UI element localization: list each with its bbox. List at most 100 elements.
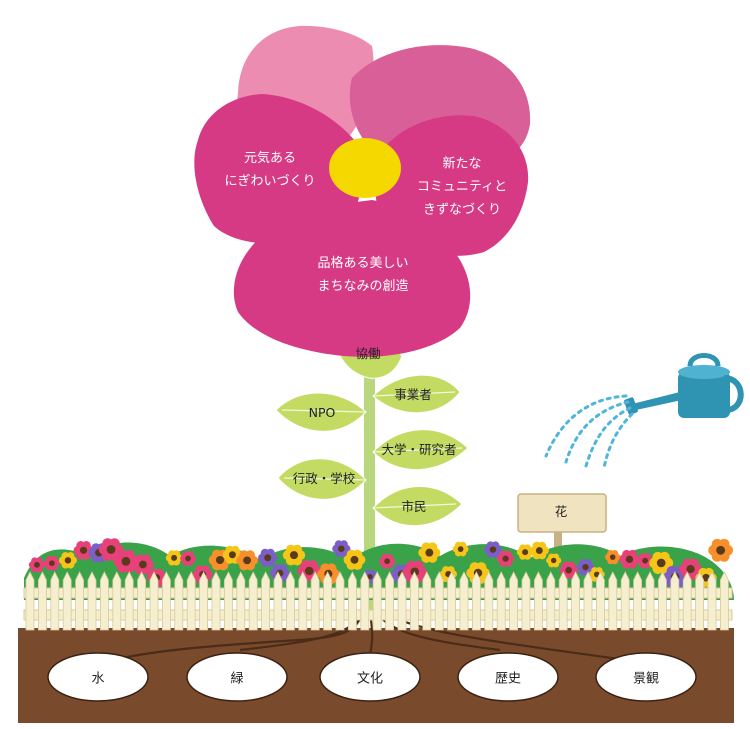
water-spray: [544, 394, 634, 470]
bed-blossom: [619, 549, 640, 569]
root-oval: [47, 652, 149, 702]
fence-picket: [348, 571, 357, 631]
fence-picket: [720, 571, 729, 631]
fence-picket: [75, 571, 84, 631]
fence-picket: [695, 571, 704, 631]
fence-picket: [583, 571, 593, 631]
fence-picket: [335, 571, 345, 631]
root-oval: [457, 652, 559, 702]
bed-blossom: [43, 555, 60, 571]
bed-blossom: [297, 560, 322, 582]
root-ovals: [47, 652, 697, 702]
bed-blossom: [418, 542, 441, 563]
root-label-greenery: 緑: [230, 671, 244, 687]
leaf-label-government: 行政・学校: [292, 471, 356, 486]
fence-picket: [658, 571, 667, 631]
fence-picket: [596, 571, 605, 631]
sign-label: 花: [554, 504, 568, 519]
fence-picket: [534, 571, 543, 631]
fence-picket: [211, 571, 221, 631]
fence-picket: [633, 571, 642, 631]
fence-picket: [149, 571, 159, 631]
petal-label-bottom: 品格ある美しいまちなみの創造: [317, 256, 409, 294]
fence-picket: [360, 571, 370, 631]
fence-picket: [286, 571, 295, 631]
flower-bed-blossoms: [28, 538, 734, 589]
leaf-label-university: 大学・研究者: [381, 442, 457, 457]
bed-blossom: [496, 550, 515, 567]
fence-picket: [682, 571, 692, 631]
fence-picket: [186, 571, 196, 631]
fence-picket: [174, 571, 184, 631]
fence-picket: [434, 571, 444, 631]
root-oval: [319, 652, 421, 702]
bed-blossom: [282, 544, 306, 566]
fence-picket: [571, 571, 580, 631]
fence-picket: [248, 571, 258, 631]
root-label-landscape: 景観: [632, 671, 660, 687]
bed-blossom: [73, 541, 94, 560]
petal-label-left: 元気あるにぎわいづくり: [224, 151, 316, 189]
fence-picket: [100, 571, 109, 631]
bed-blossom: [28, 557, 46, 573]
fence-picket: [484, 571, 494, 631]
bed-blossom: [222, 545, 243, 564]
petal-bottom: [233, 200, 471, 357]
fence-picket: [521, 571, 531, 631]
leaf-label-npo: NPO: [308, 405, 336, 420]
flower-sign: [517, 493, 607, 566]
bed-blossom: [529, 541, 549, 560]
root-oval: [595, 652, 697, 702]
bed-blossom: [379, 553, 396, 569]
petal-label-right: 新たなコミュニティときずなづくり: [416, 156, 508, 218]
root-label-culture: 文化: [356, 671, 384, 687]
stem: [364, 350, 375, 610]
bed-blossom: [132, 554, 154, 575]
bed-blossom: [605, 550, 621, 565]
fence-picket: [459, 571, 469, 631]
fence-picket: [224, 571, 233, 631]
bed-blossom: [546, 553, 562, 568]
bed-blossom: [402, 560, 427, 583]
fence-picket: [124, 571, 134, 631]
fence-picket: [273, 571, 283, 631]
leaf-label-cooperation: 協働: [355, 346, 381, 361]
fence-picket: [261, 571, 270, 631]
fence-picket: [137, 571, 146, 631]
bed-blossom: [236, 550, 258, 571]
bed-blossom: [180, 551, 197, 566]
fence-picket: [236, 571, 246, 631]
fence-picket: [323, 571, 332, 631]
fence-picket: [422, 571, 432, 631]
fence-picket: [620, 571, 630, 631]
fence-picket: [310, 571, 320, 631]
fence-picket: [509, 571, 518, 631]
bed-blossom: [708, 538, 734, 562]
fence-picket: [385, 571, 394, 631]
fence-picket: [410, 571, 419, 631]
fence-picket: [372, 571, 382, 631]
fence-picket: [112, 571, 122, 631]
bed-blossom: [98, 538, 124, 561]
fence-picket: [199, 571, 208, 631]
petal-left: [194, 94, 364, 244]
flower-center: [329, 138, 401, 198]
root-oval: [186, 652, 288, 702]
fence-picket: [50, 571, 60, 631]
bed-blossom: [59, 552, 77, 569]
fence-picket: [608, 571, 618, 631]
fence-picket: [25, 571, 35, 631]
fence-picket: [472, 571, 481, 631]
fence-picket: [546, 571, 556, 631]
leaf-label-business: 事業者: [394, 387, 432, 402]
fence-picket: [87, 571, 97, 631]
root-label-history: 歴史: [494, 671, 522, 687]
bed-blossom: [484, 541, 502, 558]
bed-blossom: [258, 548, 278, 567]
fence-picket: [645, 571, 655, 631]
bed-blossom: [576, 558, 595, 576]
fence-picket: [397, 571, 407, 631]
fence-picket: [496, 571, 506, 631]
